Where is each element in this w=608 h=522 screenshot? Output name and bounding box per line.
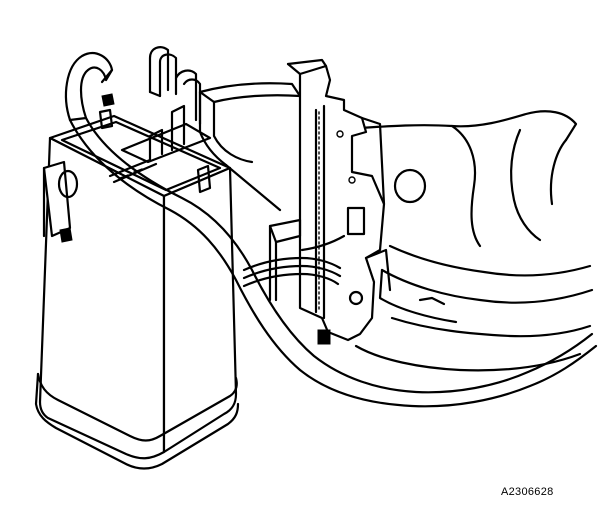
mounting-bracket: [268, 58, 392, 345]
evap-canister: [34, 93, 240, 470]
vapor-lines: [242, 234, 346, 288]
vent-hoses: [64, 46, 202, 126]
body-frame: [198, 82, 594, 372]
figure-id-label: A2306628: [501, 486, 554, 498]
long-hose: [68, 116, 598, 408]
